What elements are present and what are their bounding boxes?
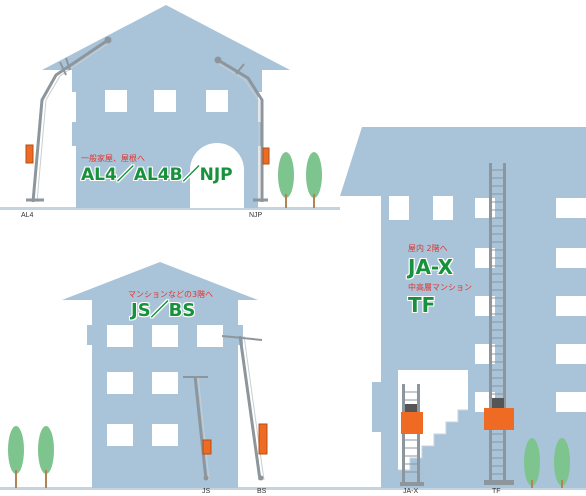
tree: [524, 438, 540, 488]
ground-line-top: [0, 207, 340, 210]
tree: [306, 152, 322, 208]
js-title: JS／BS: [131, 300, 196, 321]
tf-caption: TF: [492, 488, 501, 495]
jax-title: JA-X: [408, 255, 454, 279]
js-lift: [183, 375, 212, 481]
trees: [8, 152, 570, 488]
house-top-windows: [105, 90, 244, 208]
al4-title: AL4／AL4B／NJP: [81, 165, 233, 185]
jax-caption: JA-X: [403, 488, 419, 495]
tree: [278, 152, 294, 208]
jax-lift: [400, 384, 424, 486]
al4-caption: AL4: [21, 212, 34, 219]
tf-subtitle: 中高層マンション: [408, 283, 472, 292]
house-bottom-windows: [107, 325, 223, 446]
tf-title: TF: [408, 293, 436, 317]
njp-caption: NJP: [249, 212, 263, 219]
al4-lift: [25, 36, 112, 203]
jax-subtitle: 屋内 2階へ: [408, 244, 448, 253]
tf-lift: [484, 163, 514, 485]
ground-line-bottom: [0, 487, 586, 490]
tree: [8, 426, 24, 488]
js-subtitle: マンションなどの3階へ: [128, 290, 214, 299]
bs-lift: [221, 335, 268, 481]
tree: [554, 438, 570, 488]
njp-lift: [214, 56, 270, 202]
al4-subtitle: 一般家屋、屋根へ: [81, 154, 145, 163]
tree: [38, 426, 54, 488]
js-caption: JS: [202, 488, 211, 495]
bs-caption: BS: [257, 488, 267, 495]
